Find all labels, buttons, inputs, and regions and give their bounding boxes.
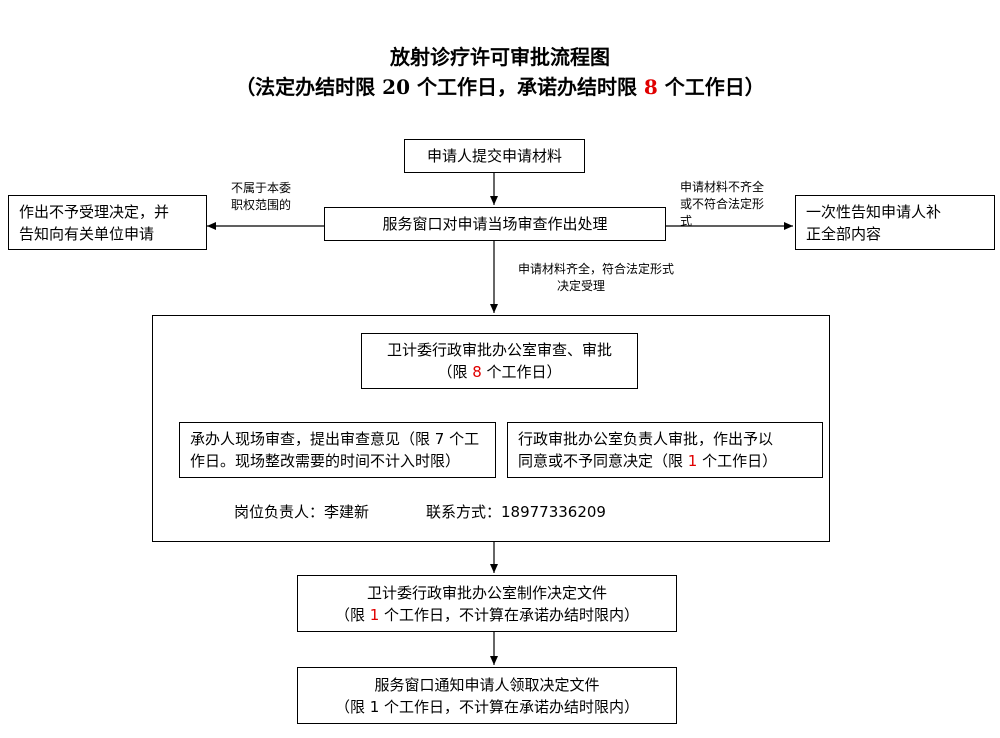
label-accepted-1: 申请材料齐全，符合法定形式: [518, 262, 675, 276]
onsite-text-1: 承办人现场审查，提出审查意见（限 7 个工: [190, 430, 480, 448]
head-limit-post: 个工作日）: [697, 452, 778, 470]
submit-box: 申请人提交申请材料: [404, 139, 585, 173]
reject-box: 作出不予受理决定，并 告知向有关单位申请: [8, 195, 207, 250]
head-text-2: 同意或不予同意决定（限 1 个工作日）: [518, 450, 777, 472]
review-limit-pre: （限: [437, 363, 473, 381]
decision-limit-pre: （限: [334, 605, 370, 624]
review-limit-number: 8: [472, 363, 482, 381]
notify-text-2: 正全部内容: [806, 224, 882, 243]
title-text: （法定办结时限 20 个工作日，承诺办结时限: [235, 75, 644, 99]
head-limit-number: 1: [687, 452, 698, 470]
head-limit-pre: 同意或不予同意决定（限: [518, 452, 688, 470]
decision-limit-number: 1: [369, 605, 380, 624]
reject-text-2: 告知向有关单位申请: [19, 224, 155, 243]
reject-text-1: 作出不予受理决定，并: [19, 202, 170, 221]
review-limit-post: 个工作日）: [481, 363, 562, 381]
onsite-text-2: 作日。现场整改需要的时间不计入时限）: [190, 452, 461, 470]
decision-text-2: （限 1 个工作日，不计算在承诺办结时限内）: [335, 604, 639, 626]
label-out-of-scope-2: 职权范围的: [231, 198, 292, 212]
onsite-review-box: 承办人现场审查，提出审查意见（限 7 个工 作日。现场整改需要的时间不计入时限）: [179, 422, 496, 478]
contact-phone: 联系方式：18977336209: [426, 503, 606, 521]
final-box: 服务窗口通知申请人领取决定文件 （限 1 个工作日，不计算在承诺办结时限内）: [297, 667, 677, 724]
decision-box: 卫计委行政审批办公室制作决定文件 （限 1 个工作日，不计算在承诺办结时限内）: [297, 575, 677, 632]
notify-box: 一次性告知申请人补 正全部内容: [795, 195, 995, 250]
final-text-1: 服务窗口通知申请人领取决定文件: [374, 675, 600, 694]
label-out-of-scope-1: 不属于本委: [231, 181, 292, 195]
title-line-2: （法定办结时限 20 个工作日，承诺办结时限 8 个工作日）: [0, 72, 1000, 102]
decision-limit-post: 个工作日，不计算在承诺办结时限内）: [379, 605, 640, 624]
label-accepted-2: 决定受理: [557, 279, 606, 293]
head-approval-box: 行政审批办公室负责人审批，作出予以 同意或不予同意决定（限 1 个工作日）: [507, 422, 823, 478]
title-line-1: 放射诊疗许可审批流程图: [390, 45, 610, 69]
review-text-1: 卫计委行政审批办公室审查、审批: [386, 341, 612, 359]
title-text-end: 个工作日）: [657, 75, 765, 99]
review-text-2: （限 8 个工作日）: [437, 361, 561, 383]
window-process-text: 服务窗口对申请当场审查作出处理: [382, 215, 608, 233]
title-red-number: 8: [643, 75, 658, 99]
label-incomplete-3: 式: [680, 214, 693, 228]
window-process-box: 服务窗口对申请当场审查作出处理: [324, 207, 666, 241]
contact-person: 岗位负责人：李建新: [234, 503, 370, 521]
label-incomplete-1: 申请材料不齐全: [680, 180, 765, 194]
submit-text: 申请人提交申请材料: [426, 147, 562, 165]
label-incomplete-2: 或不符合法定形: [680, 197, 765, 211]
final-text-2: （限 1 个工作日，不计算在承诺办结时限内）: [334, 697, 640, 716]
decision-text-1: 卫计委行政审批办公室制作决定文件: [366, 583, 607, 602]
head-text-1: 行政审批办公室负责人审批，作出予以: [518, 430, 774, 448]
notify-text-1: 一次性告知申请人补: [806, 202, 942, 221]
review-box: 卫计委行政审批办公室审查、审批 （限 8 个工作日）: [361, 333, 638, 389]
